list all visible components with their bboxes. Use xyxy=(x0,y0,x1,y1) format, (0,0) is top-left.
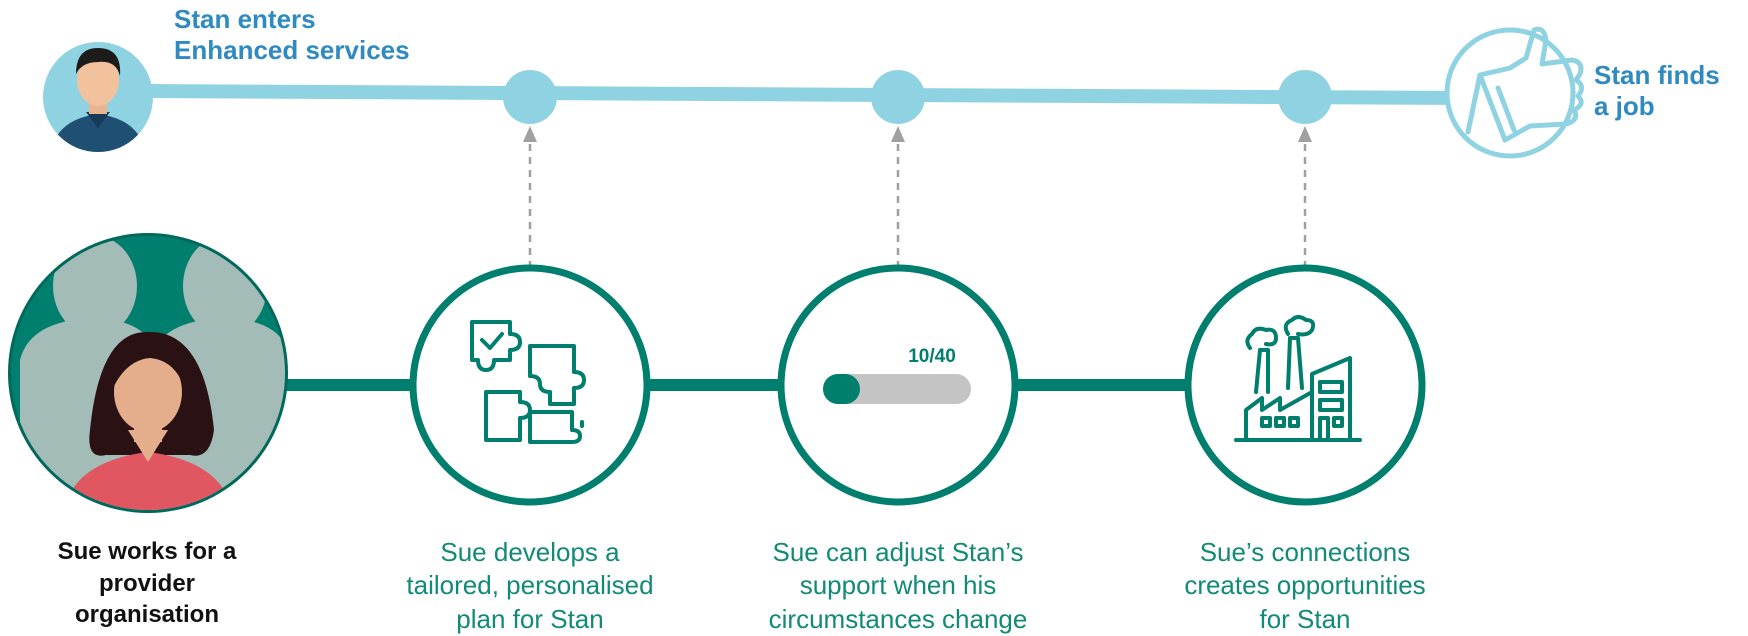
step-caption-2-line-1: Sue can adjust Stan’s xyxy=(772,537,1024,567)
journey-node-1 xyxy=(503,70,557,124)
provider-caption: Sue works for a provider organisation xyxy=(17,536,277,631)
progress-fill xyxy=(823,374,860,404)
step-caption-1: Sue develops a tailored, personalised pl… xyxy=(380,536,680,636)
end-label-line-1: Stan finds xyxy=(1594,60,1720,90)
start-label: Stan enters Enhanced services xyxy=(174,4,410,66)
step-caption-3-line-1: Sue’s connections xyxy=(1199,537,1411,567)
stan-avatar xyxy=(43,42,153,152)
step-caption-3: Sue’s connections creates opportunities … xyxy=(1155,536,1455,636)
step-caption-1-line-3: plan for Stan xyxy=(456,603,604,634)
step-caption-1-line-2: tailored, personalised xyxy=(406,570,654,601)
arrow-head-3 xyxy=(1298,126,1312,142)
start-label-line-2: Enhanced services xyxy=(174,35,410,66)
progress-bar-icon: 10/40 xyxy=(823,346,971,404)
step-caption-3-line-3: for Stan xyxy=(1259,603,1351,634)
puzzle-icon xyxy=(470,320,586,444)
step-circle-3 xyxy=(1184,264,1426,506)
step-caption-2: Sue can adjust Stan’s support when his c… xyxy=(748,536,1048,636)
start-label-line-1: Stan enters xyxy=(174,4,316,34)
thumbs-up-icon xyxy=(1444,26,1584,159)
step-caption-2-line-3: circumstances change xyxy=(768,603,1028,634)
factory-icon xyxy=(1234,315,1362,442)
step-caption-1-line-1: Sue develops a xyxy=(440,537,620,567)
progress-text: 10/40 xyxy=(908,346,956,367)
step-caption-2-line-2: support when his xyxy=(799,570,997,601)
progress-track xyxy=(823,374,971,404)
journey-line xyxy=(133,84,1477,105)
provider-caption-line-2: provider xyxy=(98,569,196,597)
step-caption-3-line-2: creates opportunities xyxy=(1184,570,1426,601)
provider-caption-line-3: organisation xyxy=(74,601,219,629)
journey-node-3 xyxy=(1278,70,1332,124)
provider-caption-line-1: Sue works for a xyxy=(57,538,237,565)
arrow-head-1 xyxy=(523,126,537,142)
end-label: Stan finds a job xyxy=(1594,60,1720,122)
arrow-head-2 xyxy=(891,126,905,142)
end-label-line-2: a job xyxy=(1594,91,1655,122)
journey-node-2 xyxy=(871,70,925,124)
sue-avatar xyxy=(8,233,288,513)
step-circle-1 xyxy=(409,264,651,506)
